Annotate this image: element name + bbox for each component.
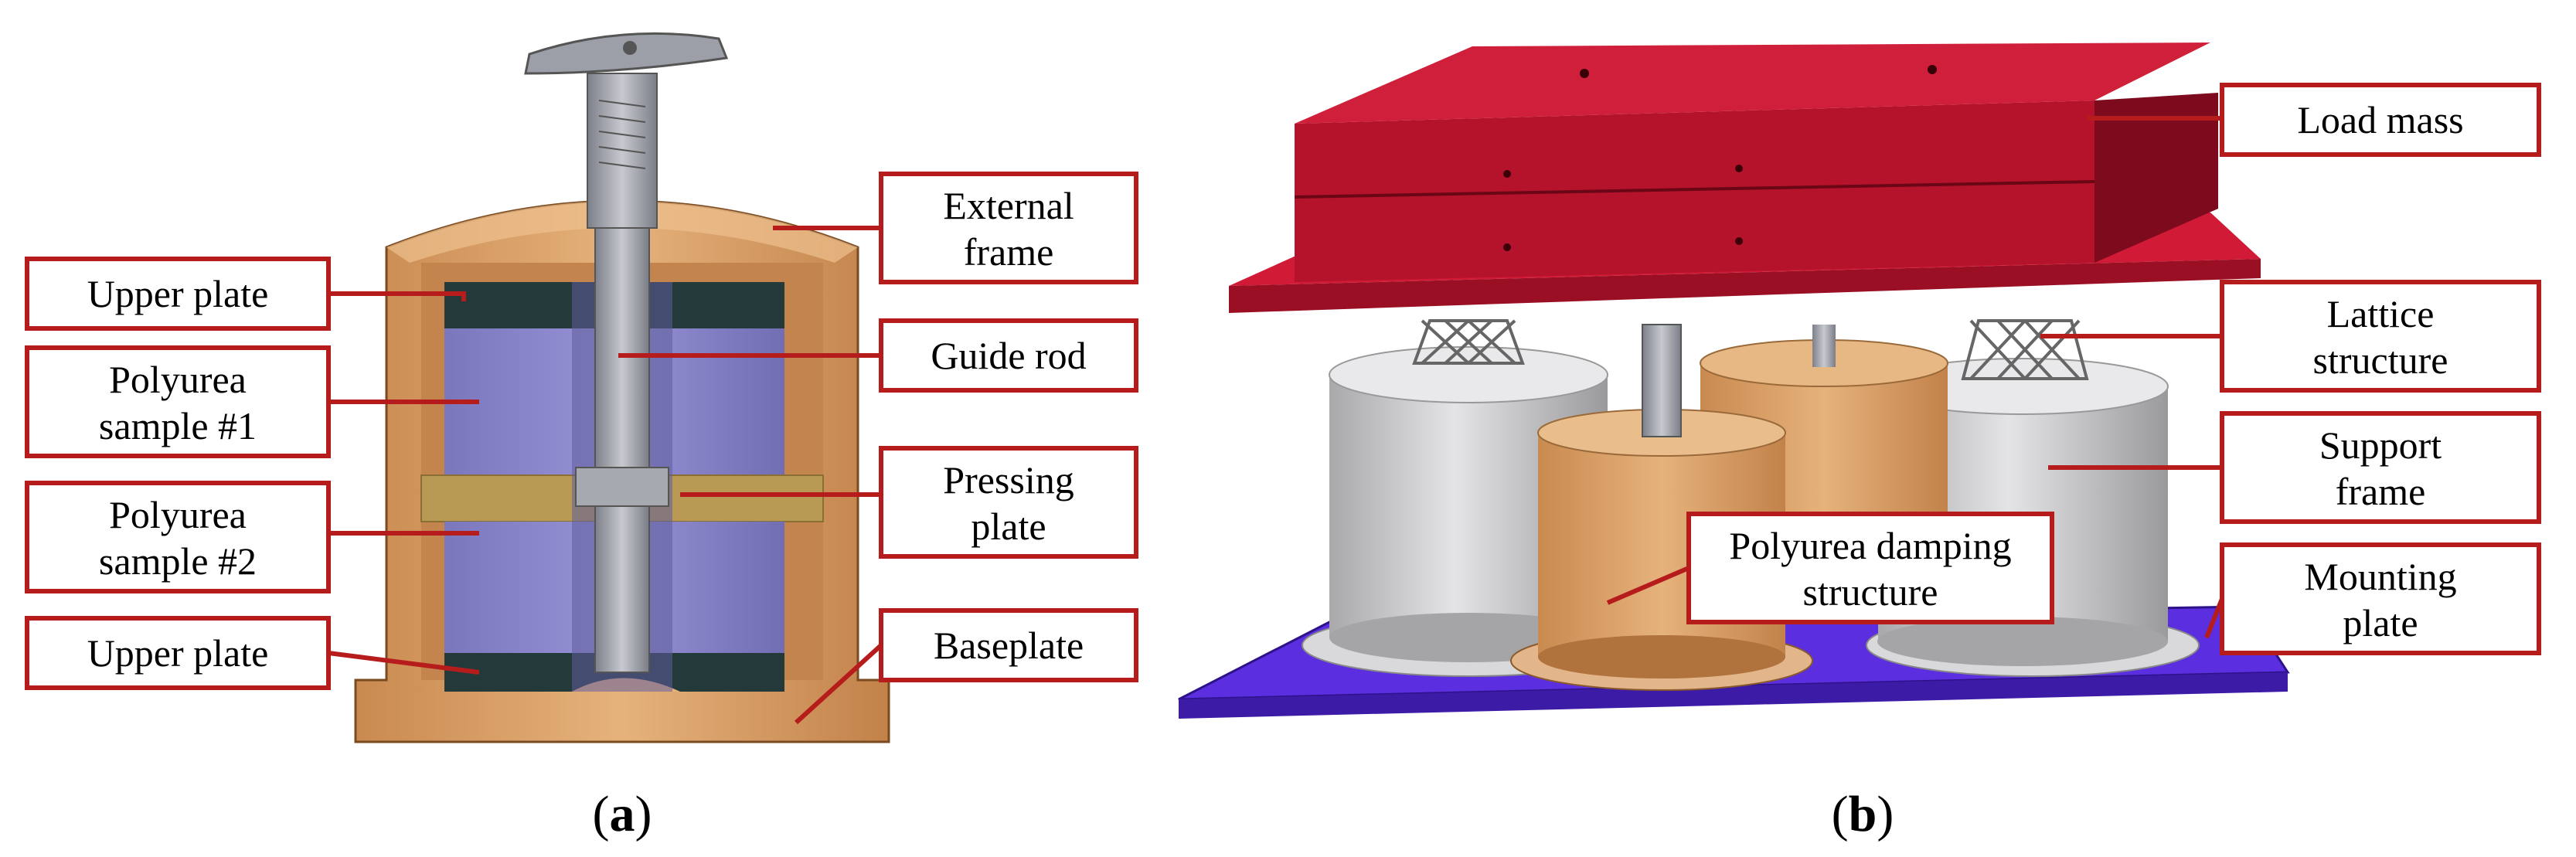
callout-polyurea-damping: Polyurea damping structure [1606, 512, 2054, 624]
handle-threads [598, 100, 646, 169]
callout-polyurea-sample-1: Polyurea sample #1 [25, 345, 479, 458]
callout-mounting-plate: Mounting plate [2204, 542, 2541, 655]
lattice-right [1961, 319, 2089, 380]
callout-lattice: Lattice structure [2040, 280, 2541, 393]
label-support-2: frame [2336, 470, 2426, 513]
label-baseplate: Baseplate [934, 624, 1084, 667]
callout-pressing-plate: Pressing plate [680, 446, 1138, 559]
callout-polyurea-sample-2: Polyurea sample #2 [25, 481, 479, 593]
external-frame-dome [386, 201, 858, 263]
panel-a: External frame Upper plate Guide rod Pol… [25, 32, 1138, 842]
label-polyurea-2-line1: Polyurea [109, 493, 247, 536]
load-mass-front [1295, 100, 2094, 282]
damping-front-bottom [1538, 635, 1785, 678]
damping-front-rod [1642, 324, 1682, 437]
label-upper-plate-bottom: Upper plate [87, 631, 269, 675]
damper-cross-section [354, 32, 890, 743]
label-lattice-2: structure [2313, 338, 2448, 382]
t-handle-hole [623, 41, 637, 55]
lattice-left [1412, 319, 1525, 365]
damping-rear-rod [1812, 325, 1836, 367]
label-damping-1: Polyurea damping [1729, 524, 2011, 567]
load-mass-side [2094, 93, 2218, 263]
load-mass-seam [1294, 180, 2095, 199]
label-pressing-plate-1: Pressing [943, 458, 1074, 502]
callout-guide-rod: Guide rod [618, 318, 1138, 393]
label-mounting-2: plate [2343, 601, 2418, 644]
label-external-frame-2: frame [964, 230, 1054, 274]
label-support-1: Support [2319, 423, 2442, 467]
caption-a: (a) [593, 786, 652, 842]
label-damping-2: structure [1803, 570, 1938, 614]
load-mass-top [1295, 43, 2210, 124]
label-load-mass: Load mass [2297, 98, 2463, 141]
label-external-frame-1: External [943, 184, 1074, 227]
callout-baseplate: Baseplate [794, 608, 1138, 725]
label-polyurea-1-line1: Polyurea [109, 358, 247, 401]
support-frame-right-bottom [1877, 617, 2168, 666]
label-mounting-1: Mounting [2304, 555, 2456, 598]
callout-external-frame: External frame [773, 172, 1138, 284]
label-pressing-plate-2: plate [971, 505, 1046, 548]
panel-b: Load mass Lattice structure Support fram… [1178, 43, 2541, 842]
label-upper-plate-top: Upper plate [87, 272, 269, 315]
support-frame-left-top [1329, 346, 1608, 403]
load-mass-plate-edge [1229, 259, 2261, 313]
callout-support-frame: Support frame [2048, 411, 2541, 524]
label-lattice-1: Lattice [2327, 292, 2435, 335]
callout-upper-plate-top: Upper plate [25, 257, 466, 331]
caption-b: (b) [1832, 786, 1894, 842]
label-polyurea-1-line2: sample #1 [99, 404, 257, 447]
rod-nut [575, 467, 669, 507]
label-guide-rod: Guide rod [931, 334, 1086, 377]
load-mass-bolts [1503, 65, 1937, 251]
label-polyurea-2-line2: sample #2 [99, 539, 257, 583]
mounting-plate-edge [1179, 672, 2288, 719]
callout-load-mass: Load mass [2087, 83, 2541, 157]
callout-upper-plate-bottom: Upper plate [25, 616, 480, 690]
